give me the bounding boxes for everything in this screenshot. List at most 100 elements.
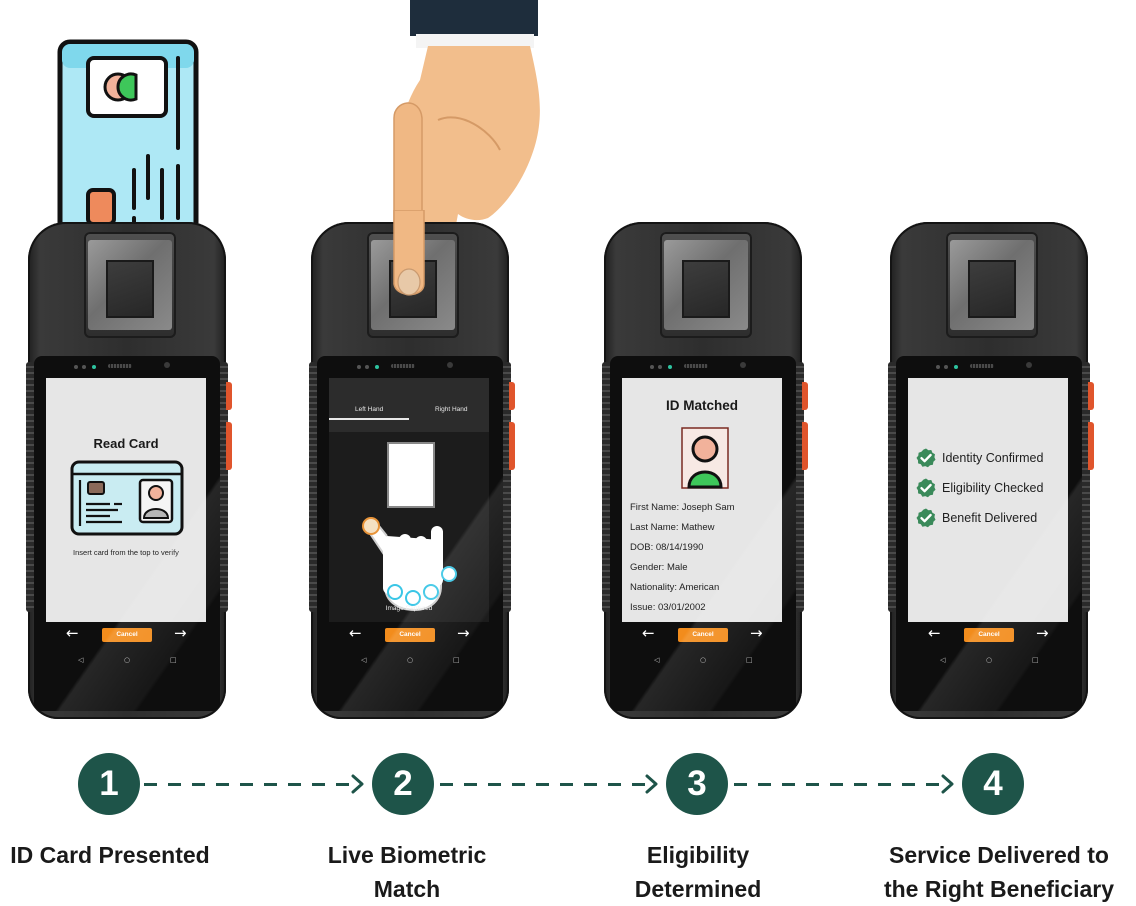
system-back-icon[interactable]: ◁ <box>654 656 660 664</box>
device-id-matched: ID Matched First Name: Joseph Sam Last N… <box>602 222 808 719</box>
step-4-circle: 4 <box>962 753 1024 815</box>
check-circle-icon <box>916 448 936 468</box>
step-3-circle: 3 <box>666 753 728 815</box>
sensor-dot <box>82 365 86 369</box>
forward-arrow-icon[interactable]: → <box>457 624 470 642</box>
system-recents-icon[interactable]: □ <box>1032 656 1039 664</box>
system-recents-icon[interactable]: □ <box>746 656 753 664</box>
side-button[interactable] <box>802 422 808 470</box>
screen-title: ID Matched <box>665 398 738 413</box>
side-button[interactable] <box>1088 422 1094 470</box>
check-circle-icon <box>916 508 936 528</box>
system-home-icon[interactable]: ○ <box>407 656 414 664</box>
device-read-card: Read Card Insert card from the top to ve… <box>26 222 232 719</box>
back-arrow-icon[interactable]: ← <box>928 624 941 642</box>
device-grip <box>26 362 34 612</box>
forward-arrow-icon[interactable]: → <box>1036 624 1049 642</box>
forward-arrow-icon[interactable]: → <box>174 624 187 642</box>
sensor-dot <box>365 365 369 369</box>
finger-on-scanner <box>393 210 425 296</box>
side-button[interactable] <box>802 382 808 410</box>
device-grip <box>1082 362 1090 612</box>
fingerprint-scanner <box>84 232 176 338</box>
dashed-connector <box>440 783 648 786</box>
side-button[interactable] <box>1088 382 1094 410</box>
check-label: Benefit Delivered <box>942 511 1038 525</box>
check-circle-icon <box>916 478 936 498</box>
chevron-right-icon <box>351 774 364 794</box>
status-led <box>375 365 379 369</box>
device-screen: Read Card Insert card from the top to ve… <box>46 378 206 622</box>
back-arrow-icon[interactable]: ← <box>642 624 655 642</box>
system-recents-icon[interactable]: □ <box>453 656 460 664</box>
step-4-label: Service Delivered to the Right Beneficia… <box>866 838 1132 906</box>
sensor-dot <box>944 365 948 369</box>
check-label: Eligibility Checked <box>942 481 1044 495</box>
step-1-circle: 1 <box>78 753 140 815</box>
fingerprint-scanner <box>946 232 1038 338</box>
step-label-line: Match <box>373 876 441 902</box>
back-arrow-icon[interactable]: ← <box>66 624 79 642</box>
step-label-line: Eligibility <box>646 842 750 868</box>
device-nav: ← Cancel → ◁ ○ □ <box>46 622 206 676</box>
speaker-grille <box>684 364 708 368</box>
side-button[interactable] <box>509 382 515 410</box>
step-3-label: Eligibility Determined <box>598 838 798 906</box>
system-home-icon[interactable]: ○ <box>124 656 131 664</box>
front-camera <box>1026 362 1032 368</box>
field-first-name: First Name: Joseph Sam <box>630 502 735 513</box>
step-2-circle: 2 <box>372 753 434 815</box>
chevron-right-icon <box>645 774 658 794</box>
device-grip <box>602 362 610 612</box>
cancel-button[interactable]: Cancel <box>678 628 728 642</box>
system-recents-icon[interactable]: □ <box>170 656 177 664</box>
hand-tab-bar: Left Hand Right Hand <box>329 378 489 432</box>
field-nationality: Nationality: American <box>630 582 720 593</box>
device-grip <box>796 362 804 612</box>
forward-arrow-icon[interactable]: → <box>750 624 763 642</box>
system-back-icon[interactable]: ◁ <box>78 656 84 664</box>
fingerprint-scanner <box>660 232 752 338</box>
sensor-dot <box>936 365 940 369</box>
step-2-label: Live Biometric Match <box>302 838 512 906</box>
device-nav: ← Cancel → ◁ ○ □ <box>622 622 782 676</box>
tab-left-hand[interactable]: Left Hand <box>355 406 384 413</box>
cancel-button[interactable]: Cancel <box>102 628 152 642</box>
tab-right-hand[interactable]: Right Hand <box>435 406 468 413</box>
front-camera <box>740 362 746 368</box>
system-back-icon[interactable]: ◁ <box>361 656 367 664</box>
sensor-dot <box>658 365 662 369</box>
dashed-connector <box>734 783 944 786</box>
status-led <box>954 365 958 369</box>
cancel-button[interactable]: Cancel <box>385 628 435 642</box>
side-button[interactable] <box>226 422 232 470</box>
sensor-dot <box>650 365 654 369</box>
status-led <box>92 365 96 369</box>
speaker-grille <box>970 364 994 368</box>
side-button[interactable] <box>509 422 515 470</box>
device-grip <box>503 362 511 612</box>
device-grip <box>220 362 228 612</box>
side-button[interactable] <box>226 382 232 410</box>
step-label-line: Service Delivered to <box>889 842 1109 868</box>
chevron-right-icon <box>941 774 954 794</box>
device-grip <box>888 362 896 612</box>
field-dob: DOB: 08/14/1990 <box>630 542 704 553</box>
speaker-grille <box>108 364 132 368</box>
check-eligibility-checked: Eligibility Checked <box>916 478 1043 498</box>
system-back-icon[interactable]: ◁ <box>940 656 946 664</box>
back-arrow-icon[interactable]: ← <box>349 624 362 642</box>
screen-instruction: Insert card from the top to verify <box>73 548 179 557</box>
device-nav: ← Cancel → ◁ ○ □ <box>329 622 489 676</box>
sensor-dot <box>74 365 78 369</box>
field-issue: Issue: 03/01/2002 <box>630 602 706 613</box>
capture-caption: Image Captured <box>385 605 433 612</box>
cancel-button[interactable]: Cancel <box>964 628 1014 642</box>
status-led <box>668 365 672 369</box>
system-home-icon[interactable]: ○ <box>700 656 707 664</box>
device-screen: Left Hand Right Hand Image Captured <box>329 378 489 622</box>
step-label-line: ID Card Presented <box>10 842 210 868</box>
system-home-icon[interactable]: ○ <box>986 656 993 664</box>
dashed-connector <box>144 783 354 786</box>
device-confirmation: Identity Confirmed Eligibility Checked B… <box>888 222 1094 719</box>
